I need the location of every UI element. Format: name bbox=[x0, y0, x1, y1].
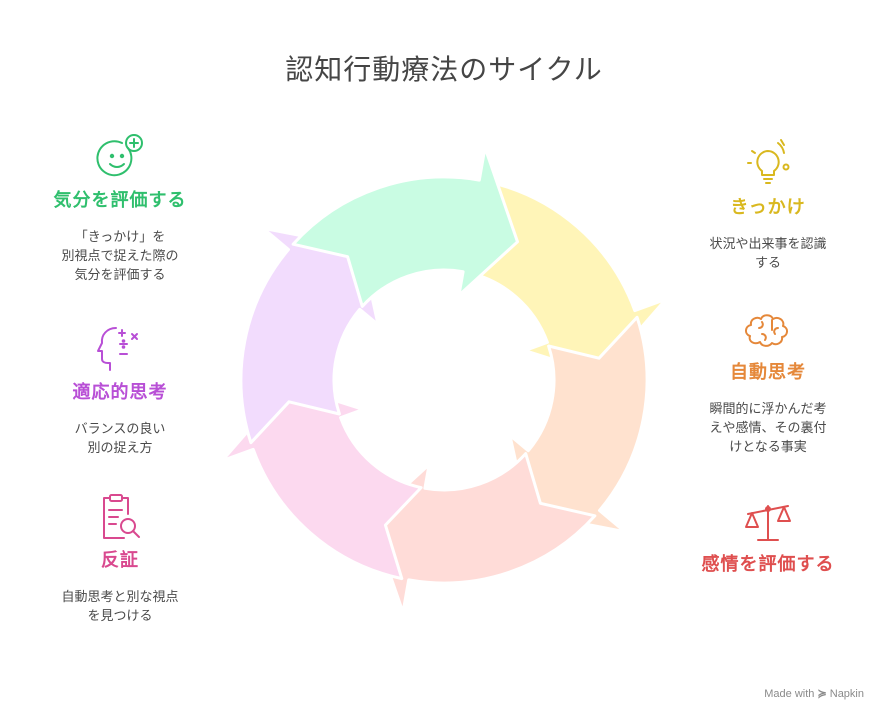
made-with-napkin: Made with ≽ Napkin bbox=[764, 687, 864, 700]
brain-icon bbox=[745, 314, 788, 347]
desc-line: けとなる事実 bbox=[729, 440, 807, 455]
made-with-label: Made with bbox=[764, 688, 815, 700]
cycle-arrow-mood bbox=[291, 146, 519, 308]
page-title: 認知行動療法のサイクル bbox=[285, 53, 603, 86]
desc-line: 自動思考と別な視点 bbox=[61, 590, 179, 605]
cycle-arrow-auto bbox=[508, 315, 649, 534]
step-auto-thought-title: 自動思考 bbox=[730, 362, 806, 383]
step-disprove: 反証 自動思考と別な視点 を見つける bbox=[20, 492, 220, 626]
desc-line: 瞬間的に浮かんだ考 bbox=[709, 402, 827, 417]
step-mood-desc: 「きっかけ」を 別視点で捉えた際の 気分を評価する bbox=[20, 228, 220, 285]
step-trigger-title: きっかけ bbox=[730, 197, 806, 218]
napkin-brand: Napkin bbox=[829, 688, 864, 700]
step-adaptive-desc: バランスの良い 別の捉え方 bbox=[20, 420, 220, 458]
cycle-arrow-emotion bbox=[369, 452, 597, 614]
step-emotion-title: 感情を評価する bbox=[701, 554, 835, 575]
step-disprove-title: 反証 bbox=[101, 550, 139, 571]
step-mood: 気分を評価する 「きっかけ」を 別視点で捉えた際の 気分を評価する bbox=[20, 132, 220, 285]
desc-line: バランスの良い bbox=[74, 422, 166, 437]
step-adaptive-title: 適応的思考 bbox=[72, 382, 168, 403]
step-emotion: 感情を評価する bbox=[668, 500, 868, 576]
desc-line: 気分を評価する bbox=[74, 268, 166, 283]
step-auto-thought: 自動思考 瞬間的に浮かんだ考 えや感情、その裏付 けとなる事実 bbox=[668, 306, 868, 457]
napkin-logo-icon: ≽ bbox=[817, 688, 827, 700]
desc-line: 「きっかけ」を bbox=[74, 230, 166, 245]
step-disprove-desc: 自動思考と別な視点 を見つける bbox=[20, 588, 220, 626]
cycle-arrow-adaptive bbox=[239, 226, 380, 445]
desc-line: 別の捉え方 bbox=[87, 441, 153, 456]
step-auto-thought-desc: 瞬間的に浮かんだ考 えや感情、その裏付 けとなる事実 bbox=[668, 400, 868, 457]
step-mood-title: 気分を評価する bbox=[53, 190, 187, 211]
step-adaptive: 適応的思考 バランスの良い 別の捉え方 bbox=[20, 322, 220, 458]
desc-line: 状況や出来事を認識 bbox=[709, 237, 827, 252]
head-math-icon bbox=[97, 327, 138, 371]
desc-line: 別視点で捉えた際の bbox=[61, 249, 179, 264]
step-trigger: きっかけ 状況や出来事を認識 する bbox=[668, 137, 868, 273]
cycle-arrow-disprove bbox=[220, 384, 423, 581]
desc-line: する bbox=[754, 256, 781, 271]
desc-line: を見つける bbox=[87, 609, 153, 624]
lightbulb-icon bbox=[747, 139, 790, 184]
scale-icon bbox=[745, 505, 791, 541]
step-trigger-desc: 状況や出来事を認識 する bbox=[668, 235, 868, 273]
desc-line: えや感情、その裏付 bbox=[709, 421, 827, 436]
clipboard-search-icon bbox=[103, 494, 140, 539]
cycle-arrow-trigger bbox=[465, 179, 668, 376]
smiley-plus-icon bbox=[96, 134, 143, 177]
